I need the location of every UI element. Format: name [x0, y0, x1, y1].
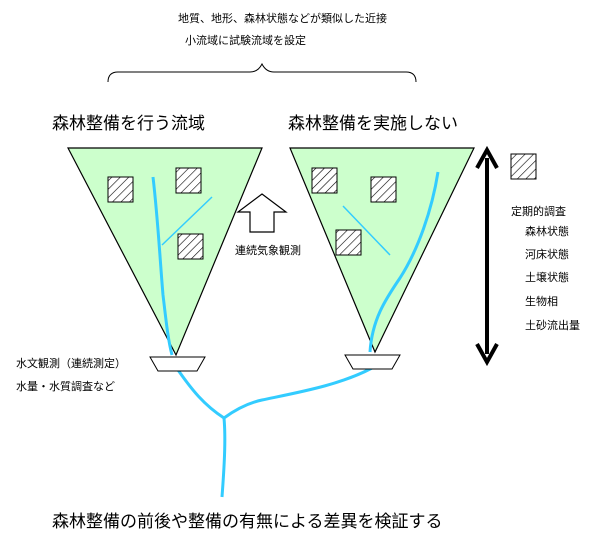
survey-item: 生物相 [525, 295, 558, 308]
survey-plot [107, 176, 134, 203]
weather-station-arrow [236, 193, 288, 233]
left-outflow-stream [176, 369, 225, 420]
hydro-label-line-1: 水文観測（連続測定） [16, 357, 126, 370]
survey-plot [175, 167, 202, 194]
left-watershed [67, 147, 263, 357]
survey-plot [335, 229, 362, 256]
survey-plot [311, 167, 338, 194]
left-main-stream [151, 176, 174, 356]
left-watershed-title: 森林整備を行う流域 [52, 114, 205, 134]
survey-plot [370, 176, 397, 203]
conclusion-text: 森林整備の前後や整備の有無による差異を検証する [52, 512, 443, 532]
survey-plot-legend [510, 153, 537, 180]
left-gauging-weir [149, 356, 206, 372]
right-watershed [289, 147, 475, 354]
survey-plots [107, 153, 537, 260]
survey-item: 河床状態 [525, 248, 569, 261]
merged-stream [220, 417, 227, 498]
header-line-1: 地質、地形、森林状態などが類似した近接 [178, 12, 387, 25]
header-line-2: 小流域に試験流域を設定 [185, 34, 306, 47]
survey-plot [177, 233, 204, 260]
weather-station-label: 連続気象観測 [235, 244, 301, 257]
right-main-stream [368, 171, 440, 353]
right-watershed-title: 森林整備を実施しない [288, 114, 458, 134]
header-brace [107, 62, 417, 83]
right-tributary [342, 205, 391, 256]
hydro-label-line-2: 水量・水質調査など [16, 380, 115, 393]
survey-period-arrow [475, 145, 499, 367]
right-gauging-weir [344, 354, 401, 370]
survey-item: 森林状態 [525, 225, 569, 238]
right-outflow-stream [223, 366, 373, 420]
left-tributary [161, 196, 213, 246]
survey-title: 定期的調査 [511, 205, 566, 218]
survey-item: 土砂流出量 [525, 319, 580, 332]
survey-item: 土壌状態 [525, 271, 569, 284]
